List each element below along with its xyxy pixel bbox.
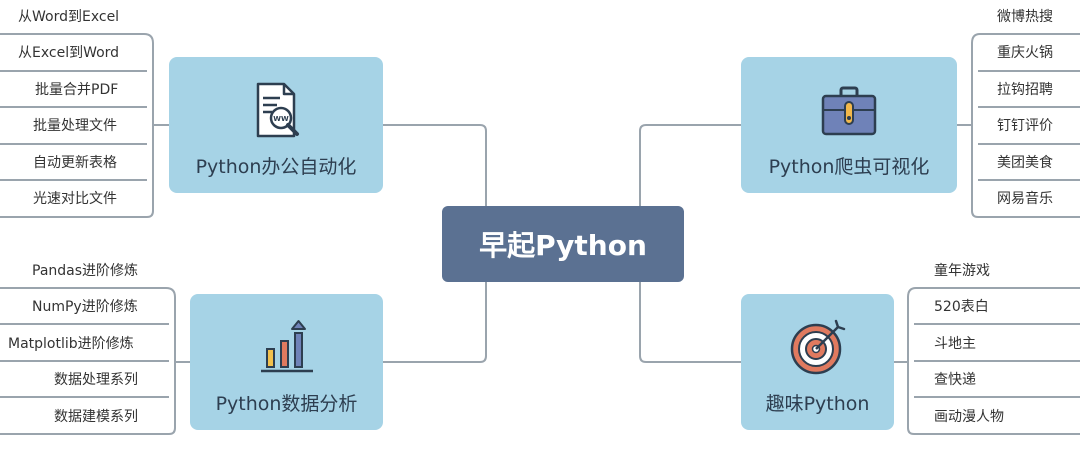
leaf-excel-to-word[interactable]: 从Excel到Word — [18, 45, 120, 61]
leaf-data-modeling[interactable]: 数据建模系列 — [54, 409, 138, 425]
document-search-icon: WW — [256, 82, 299, 138]
leaf-numpy[interactable]: NumPy进阶修炼 — [32, 299, 138, 315]
leaf-express-tracking[interactable]: 查快递 — [934, 372, 976, 388]
leaf-matplotlib[interactable]: Matplotlib进阶修炼 — [8, 336, 134, 352]
branch-fun-python[interactable]: 趣味Python — [741, 294, 894, 430]
leaf-meituan-food[interactable]: 美团美食 — [997, 155, 1053, 171]
briefcase-icon — [821, 86, 877, 136]
leaf-520-confession[interactable]: 520表白 — [934, 299, 989, 315]
svg-text:WW: WW — [273, 115, 289, 123]
leaf-merge-pdf[interactable]: 批量合并PDF — [35, 82, 119, 98]
center-node[interactable]: 早起Python — [442, 206, 684, 282]
branch-office-automation[interactable]: WW Python办公自动化 — [169, 57, 383, 193]
leaf-childhood-games[interactable]: 童年游戏 — [934, 263, 990, 279]
leaf-lagou-jobs[interactable]: 拉钩招聘 — [997, 82, 1053, 98]
leaf-word-to-excel[interactable]: 从Word到Excel — [18, 9, 120, 25]
branch-label: 趣味Python — [765, 393, 870, 415]
leaf-chongqing-hotpot[interactable]: 重庆火锅 — [997, 45, 1053, 61]
leaf-weibo-hot[interactable]: 微博热搜 — [997, 9, 1053, 25]
leaf-auto-update-sheet[interactable]: 自动更新表格 — [33, 155, 117, 171]
branch-label: Python办公自动化 — [195, 156, 357, 178]
leaf-anime-drawing[interactable]: 画动漫人物 — [934, 409, 1004, 425]
leaf-data-processing[interactable]: 数据处理系列 — [54, 372, 138, 388]
branch-label: Python爬虫可视化 — [768, 156, 930, 178]
leaf-compare-files[interactable]: 光速对比文件 — [33, 191, 117, 207]
leaf-pandas[interactable]: Pandas进阶修炼 — [32, 263, 139, 279]
leaf-netease-music[interactable]: 网易音乐 — [997, 191, 1053, 207]
branch-crawler-visualization[interactable]: Python爬虫可视化 — [741, 57, 957, 193]
leaf-batch-files[interactable]: 批量处理文件 — [33, 118, 117, 134]
branch-data-analysis[interactable]: Python数据分析 — [190, 294, 383, 430]
leaf-dingtalk-reviews[interactable]: 钉钉评价 — [997, 118, 1053, 134]
leaf-doudizhu[interactable]: 斗地主 — [934, 336, 976, 352]
bar-chart-icon — [260, 320, 313, 373]
center-label: 早起Python — [479, 229, 647, 262]
branch-label: Python数据分析 — [215, 393, 358, 415]
target-icon — [790, 319, 845, 375]
